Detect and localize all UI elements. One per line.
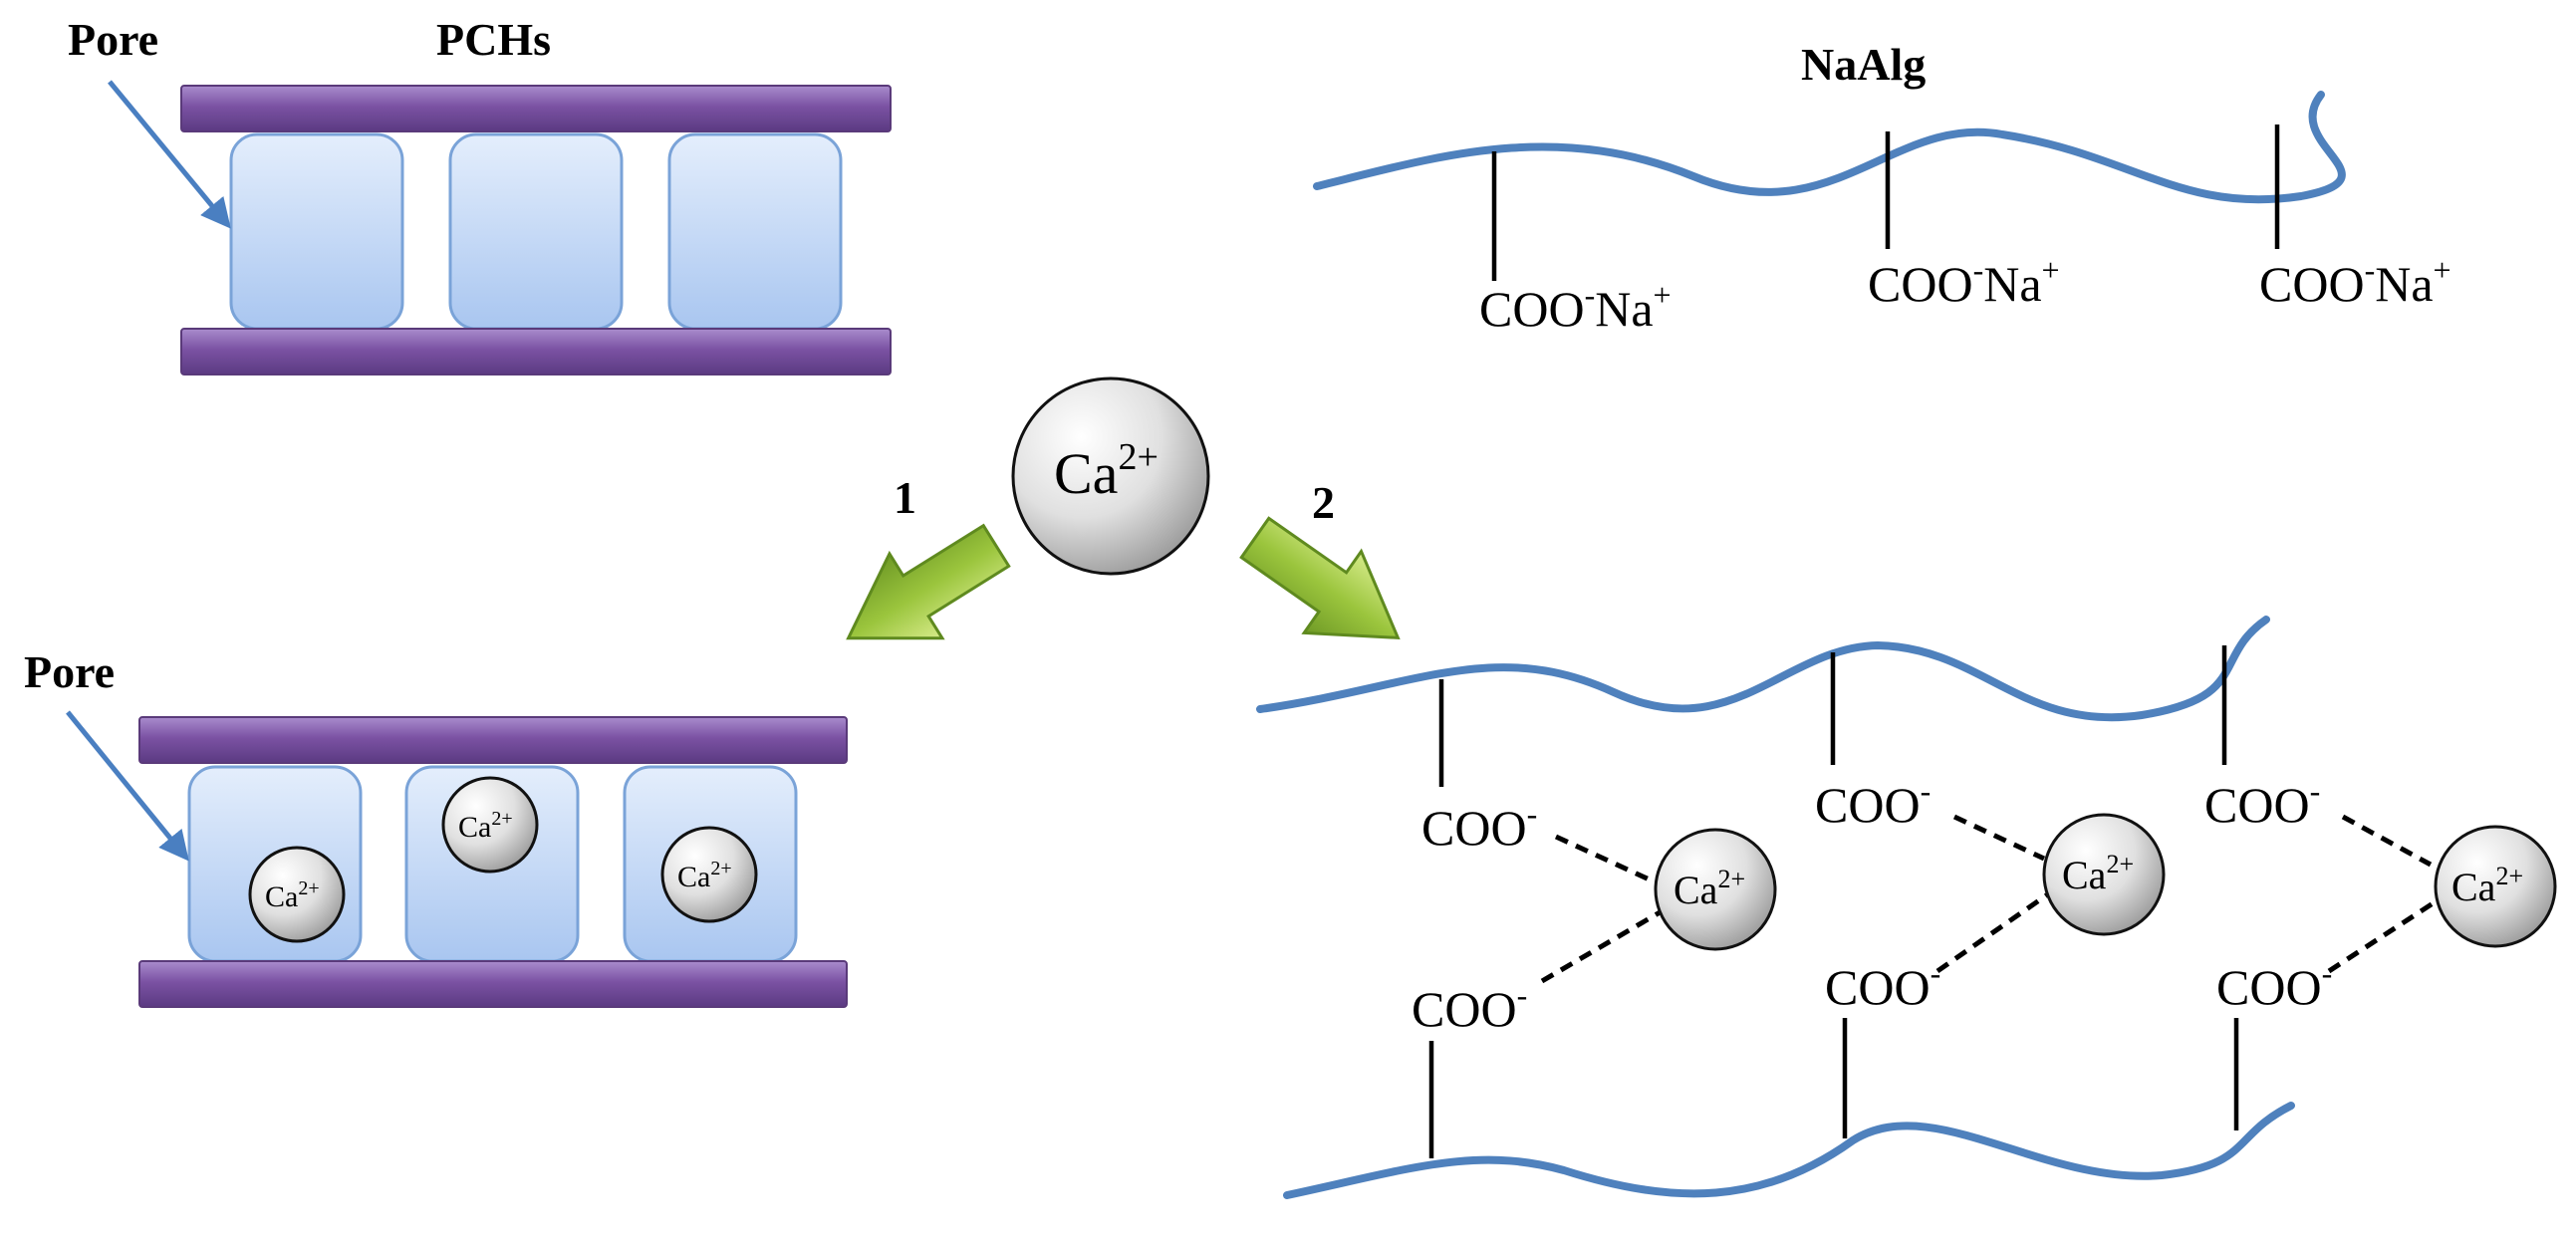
pchs-top-plate	[138, 716, 848, 764]
pchs-structure	[180, 85, 892, 375]
coo-charge: -	[2365, 252, 2376, 288]
ca-text: Ca	[677, 861, 710, 893]
coo-text: COO	[1421, 800, 1527, 856]
ca-charge: 2+	[298, 877, 319, 899]
coo-text: COO	[2204, 777, 2310, 833]
svg-text:Ca2+: Ca2+	[2062, 850, 2134, 897]
path-1-arrow	[846, 523, 1011, 640]
coo-charge: -	[1517, 977, 1528, 1013]
pore-box	[229, 132, 404, 331]
coo-charge: -	[2322, 955, 2333, 991]
path-1-label: 1	[894, 472, 916, 523]
coo-charge: -	[2310, 773, 2321, 809]
na-text: Na	[1595, 281, 1653, 337]
na-text: Na	[1983, 256, 2041, 312]
calcium-ion-large	[1011, 376, 1210, 576]
coo-group: COO-	[2204, 773, 2320, 833]
ca-charge: 2+	[710, 858, 731, 879]
na-text: Na	[2375, 256, 2433, 312]
naalg-label: NaAlg	[1801, 39, 1926, 90]
coo-na-group: COO-Na+	[2259, 252, 2451, 312]
path-2-label: 2	[1312, 477, 1335, 528]
ca-text: Ca	[2062, 853, 2107, 897]
calcium-ion-crosslink: Ca2+	[1654, 828, 1777, 951]
pchs-bottom-plate	[138, 960, 848, 1008]
coo-charge: -	[1931, 955, 1941, 991]
alginate-chain-top	[1256, 616, 2270, 722]
coo-group: COO-	[1815, 773, 1931, 833]
ca-text: Ca	[2451, 865, 2496, 909]
ca-charge: 2+	[491, 808, 512, 830]
coo-na-group: COO-Na+	[1479, 277, 1672, 337]
coo-charge: -	[1585, 277, 1596, 313]
svg-text:Ca2+: Ca2+	[677, 858, 732, 893]
ionic-bond	[1540, 908, 1664, 984]
ionic-bond	[1952, 814, 2046, 862]
ca-text: Ca	[1674, 868, 1718, 912]
calcium-ion-small: Ca2+	[660, 826, 758, 923]
ionic-bond	[1935, 888, 2054, 974]
calcium-ion-crosslink: Ca2+	[2042, 813, 2166, 936]
coo-group: COO-	[2216, 955, 2332, 1015]
ca-charge: 2+	[1717, 865, 1745, 893]
calcium-ion-small: Ca2+	[441, 776, 539, 874]
svg-text:Ca2+: Ca2+	[265, 877, 320, 913]
naalg-chain	[1313, 91, 2346, 204]
coo-text: COO	[1479, 281, 1585, 337]
na-charge: +	[1654, 277, 1672, 313]
na-charge: +	[2434, 252, 2451, 288]
coo-text: COO	[2216, 959, 2322, 1015]
calcium-ion-label: Ca2+	[1054, 436, 1159, 506]
pchs-label: PCHs	[436, 14, 551, 65]
coo-charge: -	[1527, 796, 1538, 832]
ca-text: Ca	[1054, 441, 1118, 506]
coo-charge: -	[1973, 252, 1984, 288]
coo-text: COO	[1815, 777, 1921, 833]
pore-pointer-arrow-bottom	[66, 710, 189, 862]
ionic-bond	[2341, 814, 2433, 868]
ca-charge: 2+	[2106, 850, 2134, 878]
pore-pointer-arrow-top	[108, 80, 231, 229]
calcium-ion-crosslink: Ca2+	[2434, 825, 2557, 948]
coo-text: COO	[1412, 981, 1517, 1037]
svg-text:Ca2+: Ca2+	[458, 808, 513, 844]
pore-label-top: Pore	[68, 14, 158, 65]
ca-charge: 2+	[2495, 862, 2523, 890]
pore-label-bottom: Pore	[24, 646, 115, 697]
ca-charge: 2+	[1118, 436, 1158, 478]
pchs-bottom-plate	[180, 328, 892, 375]
svg-text:Ca2+: Ca2+	[2451, 862, 2523, 909]
coo-group: COO-	[1412, 977, 1527, 1037]
coo-text: COO	[1868, 256, 1973, 312]
path-2-arrow	[1239, 516, 1401, 639]
ionic-bond	[1554, 834, 1656, 884]
coo-group: COO-	[1825, 955, 1940, 1015]
coo-na-group: COO-Na+	[1868, 252, 2060, 312]
pchs-top-plate	[180, 85, 892, 132]
pore-box	[667, 132, 843, 331]
alginate-chain-bottom	[1283, 1102, 2295, 1199]
pore-box	[448, 132, 624, 331]
coo-group: COO-	[1421, 796, 1537, 856]
coo-charge: -	[1921, 773, 1932, 809]
calcium-ion-small: Ca2+	[248, 846, 346, 943]
ca-text: Ca	[458, 811, 491, 844]
ca-text: Ca	[265, 880, 298, 913]
ionic-bond	[2327, 895, 2443, 974]
coo-text: COO	[2259, 256, 2365, 312]
na-charge: +	[2042, 252, 2060, 288]
svg-text:Ca2+: Ca2+	[1674, 865, 1745, 912]
coo-text: COO	[1825, 959, 1931, 1015]
